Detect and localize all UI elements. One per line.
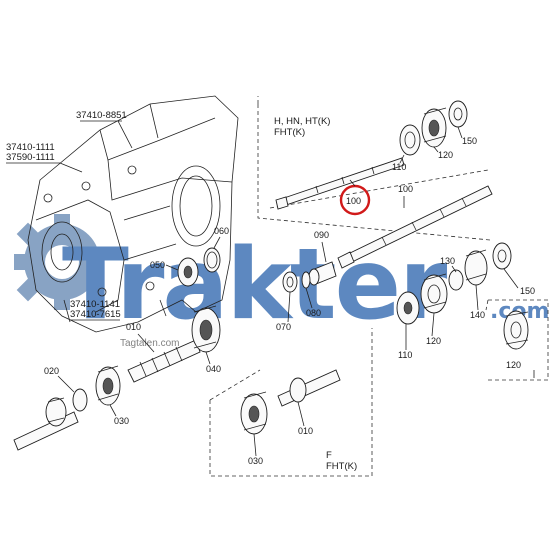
lower-variant-frame: F FHT(K): [209, 328, 373, 477]
inset-frame: 120: [485, 299, 549, 381]
part-label-040: 040: [206, 364, 221, 374]
upper-gear-110: [399, 124, 421, 156]
part-label-050: 050: [150, 260, 165, 270]
upper-gear-120: [421, 107, 447, 148]
gear-140: [464, 249, 488, 286]
housing-label-bottom-b: 37410-7615: [70, 309, 121, 320]
upper-variant-note-line2: FHT(K): [274, 127, 305, 138]
part-label-070: 070: [276, 322, 291, 332]
middle-shaft: [337, 185, 493, 269]
part-label-110-top: 110: [392, 162, 406, 172]
part-label-100-highlight: 100: [346, 196, 361, 206]
part-label-030-b: 030: [248, 456, 263, 466]
part-label-120-top: 120: [438, 150, 453, 160]
part-label-060: 060: [214, 226, 229, 236]
upper-bearing-150: [448, 100, 468, 128]
lower-variant-note-line2: FHT(K): [326, 461, 357, 472]
ring-060: [203, 247, 221, 273]
lower-shaft-010: [277, 369, 341, 407]
part-label-030-a: 030: [114, 416, 129, 426]
watermark-brand: Trakter: [62, 228, 448, 342]
bearing-050: [177, 257, 199, 287]
part-label-110-low: 110: [398, 350, 412, 360]
part-label-020: 020: [44, 366, 59, 376]
gear-030-lower: [240, 391, 268, 435]
gear-130: [448, 269, 464, 291]
part-label-080: 080: [306, 308, 321, 318]
lower-variant-note-line1: F: [326, 450, 332, 461]
part-label-120-inset: 120: [506, 360, 521, 370]
washer-080: [301, 271, 311, 289]
part-label-150-low: 150: [520, 286, 535, 296]
housing-label-top: 37410-8851: [76, 110, 127, 121]
watermark-domain: Tagtalen.com: [120, 338, 179, 349]
gear-120-lower: [420, 273, 448, 314]
part-label-140: 140: [470, 310, 485, 320]
upper-variant-note-line1: H, HN, HT(K): [274, 116, 330, 127]
gear-030: [95, 365, 121, 406]
bearing-150-lower: [492, 242, 512, 270]
housing-labels: 37410-8851 37410-1111 37590-1111 37410-1…: [6, 110, 133, 321]
part-label-150-top: 150: [462, 136, 477, 146]
part-label-120-low: 120: [426, 336, 441, 346]
washer-070: [282, 271, 298, 293]
part-label-130: 130: [440, 256, 455, 266]
gear-110-lower: [396, 291, 420, 325]
housing-label-bottom-a: 37410-1141: [70, 299, 120, 310]
sleeve-080: [308, 261, 337, 286]
highlighted-part-100[interactable]: 100: [339, 184, 371, 216]
part-label-090: 090: [314, 230, 329, 240]
part-label-010-b: 010: [298, 426, 313, 436]
collar-020: [72, 388, 88, 412]
part-label-100-mid: 100: [398, 184, 413, 194]
part-label-010-a: 010: [126, 322, 141, 332]
gear-040: [191, 305, 221, 353]
main-shaft-010: [127, 339, 201, 383]
upper-shaft: [275, 157, 405, 210]
housing-label-left-b: 37590-1111: [6, 152, 55, 163]
housing-label-left-a: 37410-1111: [6, 142, 55, 153]
input-shaft: [13, 397, 79, 451]
